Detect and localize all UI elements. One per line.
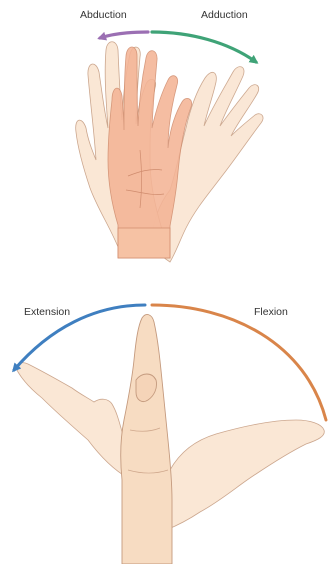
abduction-arrow bbox=[100, 32, 148, 38]
hand-upright-illustration bbox=[121, 315, 172, 564]
hand-upright-body bbox=[121, 315, 172, 564]
flexion-arc bbox=[152, 305, 326, 420]
hand-extended-illustration bbox=[17, 363, 128, 478]
adduction-arrow bbox=[152, 32, 256, 62]
hand-flexed-illustration bbox=[160, 420, 324, 530]
flexion-label: Flexion bbox=[254, 307, 288, 318]
adduction-label: Adduction bbox=[201, 10, 248, 21]
top-panel bbox=[76, 32, 263, 262]
bottom-panel bbox=[14, 305, 326, 564]
extension-label: Extension bbox=[24, 307, 70, 318]
forearm-top bbox=[118, 228, 170, 258]
abduction-label: Abduction bbox=[80, 10, 127, 21]
